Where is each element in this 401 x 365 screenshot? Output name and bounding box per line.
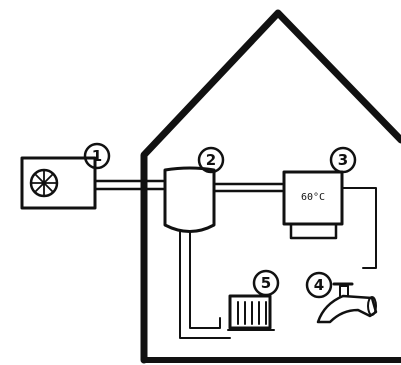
boiler-temperature: 60°C — [301, 192, 325, 203]
number-label-2: 2 — [206, 151, 216, 169]
number-circle-3 — [329, 146, 357, 174]
number-label-1: 1 — [92, 147, 102, 165]
number-label-3: 3 — [338, 151, 348, 169]
number-label-4: 4 — [314, 276, 324, 294]
pipes-tank-boiler — [212, 182, 284, 193]
number-circle-5 — [252, 269, 280, 297]
number-label-5: 5 — [261, 274, 271, 292]
number-circle-2 — [197, 146, 225, 174]
pipes-heatpump-tank — [93, 179, 165, 191]
number-circle-4 — [305, 271, 333, 299]
pipe-boiler-tap — [341, 187, 377, 269]
storage-tank — [163, 166, 216, 233]
tap-icon — [316, 282, 378, 324]
pipes-tank-radiator — [179, 231, 231, 339]
radiator-icon — [227, 294, 275, 331]
boiler — [282, 170, 344, 240]
heat-pump — [20, 156, 97, 210]
house-outline — [140, 9, 401, 364]
number-circle-1 — [83, 142, 111, 170]
